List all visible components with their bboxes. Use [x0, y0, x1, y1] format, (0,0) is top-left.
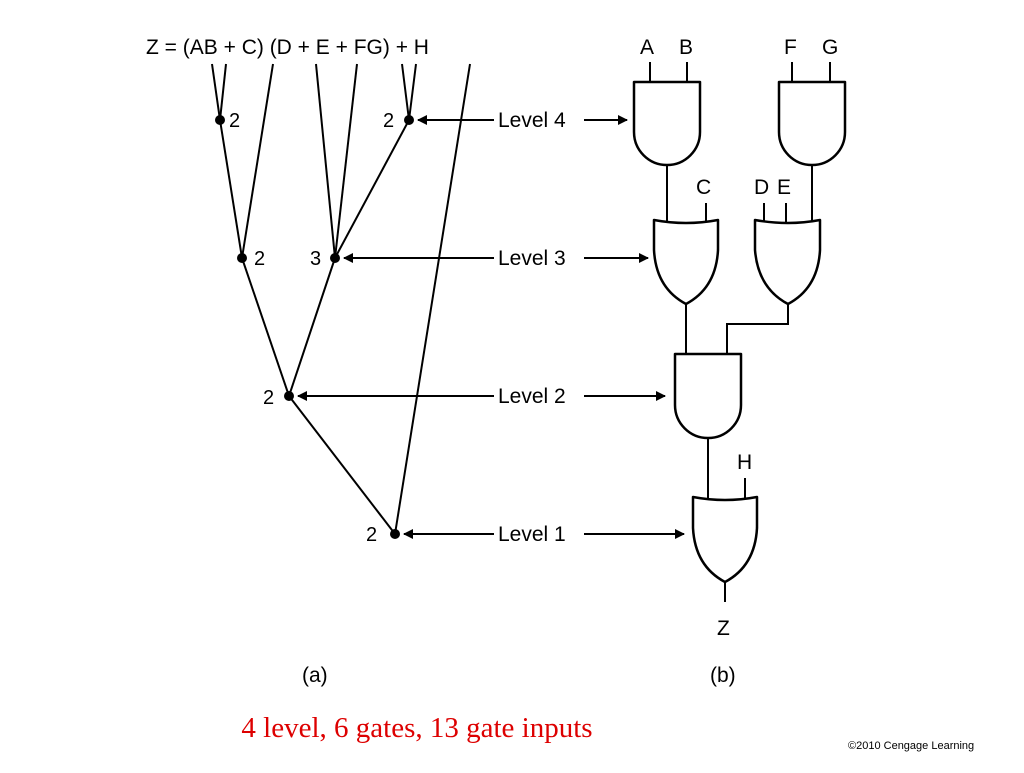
- expression-tree: [211, 63, 471, 535]
- tree-branch-fg: [334, 119, 410, 259]
- level-4-label: Level 4: [498, 109, 566, 132]
- circuit-wires: [649, 62, 831, 602]
- tree-node-and2: [284, 391, 294, 401]
- tree-branch-defg: [288, 257, 336, 397]
- node-label-and2: 2: [263, 387, 274, 409]
- output-label-z: Z: [717, 617, 730, 640]
- tree-branch-d: [315, 63, 336, 259]
- tree-node-defg: [330, 253, 340, 263]
- tree-branch-a: [211, 63, 221, 121]
- level-3-label: Level 3: [498, 247, 566, 270]
- tree-branch-abc: [241, 257, 290, 397]
- input-label-d: D: [754, 176, 769, 199]
- level-1-label: Level 1: [498, 523, 566, 546]
- panel-label-a: (a): [302, 664, 328, 687]
- input-label-a: A: [640, 36, 654, 59]
- tree-branch-g: [408, 63, 417, 121]
- level-arrows: [297, 115, 685, 539]
- tree-branch-f: [401, 63, 410, 121]
- input-label-c: C: [696, 176, 711, 199]
- or-gate-output: [691, 495, 759, 584]
- equation: Z = (AB + C) (D + E + FG) + H: [146, 36, 429, 59]
- tree-branch-c: [241, 63, 274, 259]
- input-label-f: F: [784, 36, 797, 59]
- wire-defg-to-and: [726, 304, 789, 354]
- node-label-ab: 2: [229, 110, 240, 132]
- node-label-abc: 2: [254, 248, 265, 270]
- tree-branch-e: [334, 63, 358, 259]
- input-label-g: G: [822, 36, 838, 59]
- node-label-fg: 2: [383, 110, 394, 132]
- tree-branch-ab: [219, 119, 243, 259]
- tree-branch-h: [394, 63, 471, 535]
- tree-branch-b: [219, 63, 227, 121]
- node-label-root: 2: [366, 524, 377, 546]
- tree-node-abc: [237, 253, 247, 263]
- tree-branch-product: [288, 395, 396, 535]
- tree-node-root: [390, 529, 400, 539]
- copyright-notice: ©2010 Cengage Learning: [848, 740, 975, 752]
- tree-nodes: [215, 115, 414, 539]
- and-gate-fg: [777, 80, 847, 167]
- tree-node-fg: [404, 115, 414, 125]
- node-label-defg: 3: [310, 248, 321, 270]
- or-gate-abc: [652, 218, 720, 306]
- and-gate-level2: [673, 352, 743, 440]
- input-label-h: H: [737, 451, 752, 474]
- input-label-e: E: [777, 176, 791, 199]
- circuit-gates: [632, 80, 847, 584]
- slide-caption: 4 level, 6 gates, 13 gate inputs: [241, 712, 593, 744]
- and-gate-ab: [632, 80, 702, 167]
- panel-label-b: (b): [710, 664, 736, 687]
- level-2-label: Level 2: [498, 385, 566, 408]
- input-label-b: B: [679, 36, 693, 59]
- or-gate-defg: [753, 218, 822, 306]
- tree-node-ab: [215, 115, 225, 125]
